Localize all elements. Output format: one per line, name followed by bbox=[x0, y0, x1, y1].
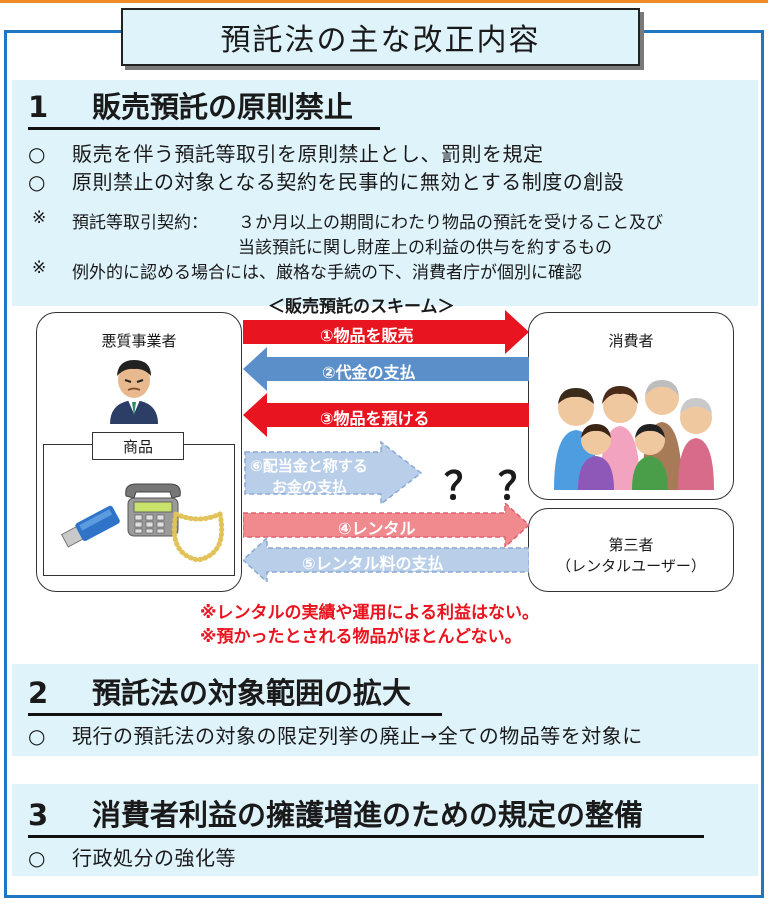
section1-bullet-2: ○ 原則禁止の対象となる契約を民事的に無効とする制度の創設 bbox=[28, 166, 624, 195]
section1-number: 1 bbox=[28, 90, 49, 124]
warning-no-profit: ※レンタルの実績や運用による利益はない。 bbox=[200, 603, 540, 623]
section2-underline bbox=[28, 713, 442, 716]
note-mark-1: ※ bbox=[32, 208, 47, 228]
bullet-text: 現行の預託法の対象の限定列挙の廃止→全ての物品等を対象に bbox=[72, 724, 643, 748]
section3-bullet: ○ 行政処分の強化等 bbox=[28, 842, 236, 871]
note-definition-line2: 当該預託に関し財産上の利益の供与を約するもの bbox=[238, 238, 612, 258]
arrow-rental-fee-label: ⑤レンタル料の支払 bbox=[302, 554, 444, 573]
note-term: 預託等取引契約： bbox=[72, 213, 208, 233]
arrow-sell-goods bbox=[243, 310, 529, 354]
note-definition-line1: ３か月以上の期間にわたり物品の預託を受けること及び bbox=[238, 213, 663, 233]
section3-underline bbox=[28, 835, 704, 838]
section2-band bbox=[12, 664, 758, 756]
note-exception: 例外的に認める場合には、厳格な手続の下、消費者庁が個別に確認 bbox=[72, 263, 582, 283]
third-party-sublabel: （レンタルユーザー） bbox=[556, 557, 706, 575]
arrow-payment bbox=[243, 347, 529, 391]
goods-label: 商品 bbox=[92, 432, 184, 460]
section1-heading: 1 販売預託の原則禁止 bbox=[28, 84, 380, 130]
businessman-icon bbox=[110, 360, 158, 424]
section2-heading: 2 預託法の対象範囲の拡大 bbox=[28, 670, 442, 716]
bullet-text: 原則禁止の対象となる契約を民事的に無効とする制度の創設 bbox=[72, 170, 625, 194]
arrow-payment-label: ②代金の支払 bbox=[322, 363, 416, 382]
bullet-mark: ○ bbox=[28, 142, 46, 166]
section2-bullet: ○ 現行の預託法の対象の限定列挙の廃止→全ての物品等を対象に bbox=[28, 720, 643, 749]
bullet-text: 行政処分の強化等 bbox=[72, 846, 236, 870]
section1-underline bbox=[28, 127, 380, 130]
section3-number: 3 bbox=[28, 798, 49, 832]
pearl-necklace-icon bbox=[171, 511, 225, 563]
arrow-rental-fee bbox=[243, 538, 529, 582]
arrow-deposit-goods bbox=[243, 393, 529, 437]
page-title: 預託法の主な改正内容 bbox=[121, 8, 640, 66]
consumers-group-icon bbox=[554, 380, 714, 490]
section3-title: 消費者利益の擁護増進のための規定の整備 bbox=[92, 798, 644, 832]
section1-band bbox=[12, 80, 758, 306]
bullet-text: 販売を伴う預託等取引を原則禁止とし、罰則を規定 bbox=[72, 142, 544, 166]
scheme-title: ＜販売預託のスキーム＞ bbox=[268, 297, 455, 317]
arrow-deposit-goods-label: ③物品を預ける bbox=[320, 409, 430, 428]
top-rule bbox=[0, 0, 768, 3]
section1-title: 販売預託の原則禁止 bbox=[92, 90, 354, 124]
section3-heading: 3 消費者利益の擁護増進のための規定の整備 bbox=[28, 792, 704, 838]
section2-number: 2 bbox=[28, 676, 49, 710]
consumer-label: 消費者 bbox=[608, 332, 654, 350]
telephone-icon bbox=[125, 483, 181, 537]
arrow-dividend-label-2: お金の支払 bbox=[272, 478, 348, 496]
section1-bullet-1: ○ 販売を伴う預託等取引を原則禁止とし、罰則を規定 bbox=[28, 138, 544, 167]
warning-no-goods: ※預かったとされる物品がほとんどない。 bbox=[200, 627, 522, 647]
third-party-label: 第三者 bbox=[608, 536, 654, 554]
bullet-mark: ○ bbox=[28, 846, 46, 870]
arrow-rental-label: ④レンタル bbox=[338, 519, 416, 538]
arrow-dividend-label-1: ⑥配当金と称する bbox=[250, 457, 368, 475]
usb-drive-icon bbox=[60, 505, 120, 548]
bullet-mark: ○ bbox=[28, 170, 46, 194]
note-mark-2: ※ bbox=[32, 258, 47, 278]
arrow-sell-goods-label: ①物品を販売 bbox=[320, 326, 414, 345]
section2-title: 預託法の対象範囲の拡大 bbox=[92, 676, 412, 710]
arrow-rental bbox=[243, 503, 529, 547]
question-marks: ？？ bbox=[444, 464, 553, 508]
arrow-dividend bbox=[244, 440, 423, 506]
bad-business-label: 悪質事業者 bbox=[101, 332, 177, 350]
bullet-mark: ○ bbox=[28, 724, 46, 748]
section3-band bbox=[12, 784, 758, 876]
third-party-box bbox=[528, 508, 734, 592]
